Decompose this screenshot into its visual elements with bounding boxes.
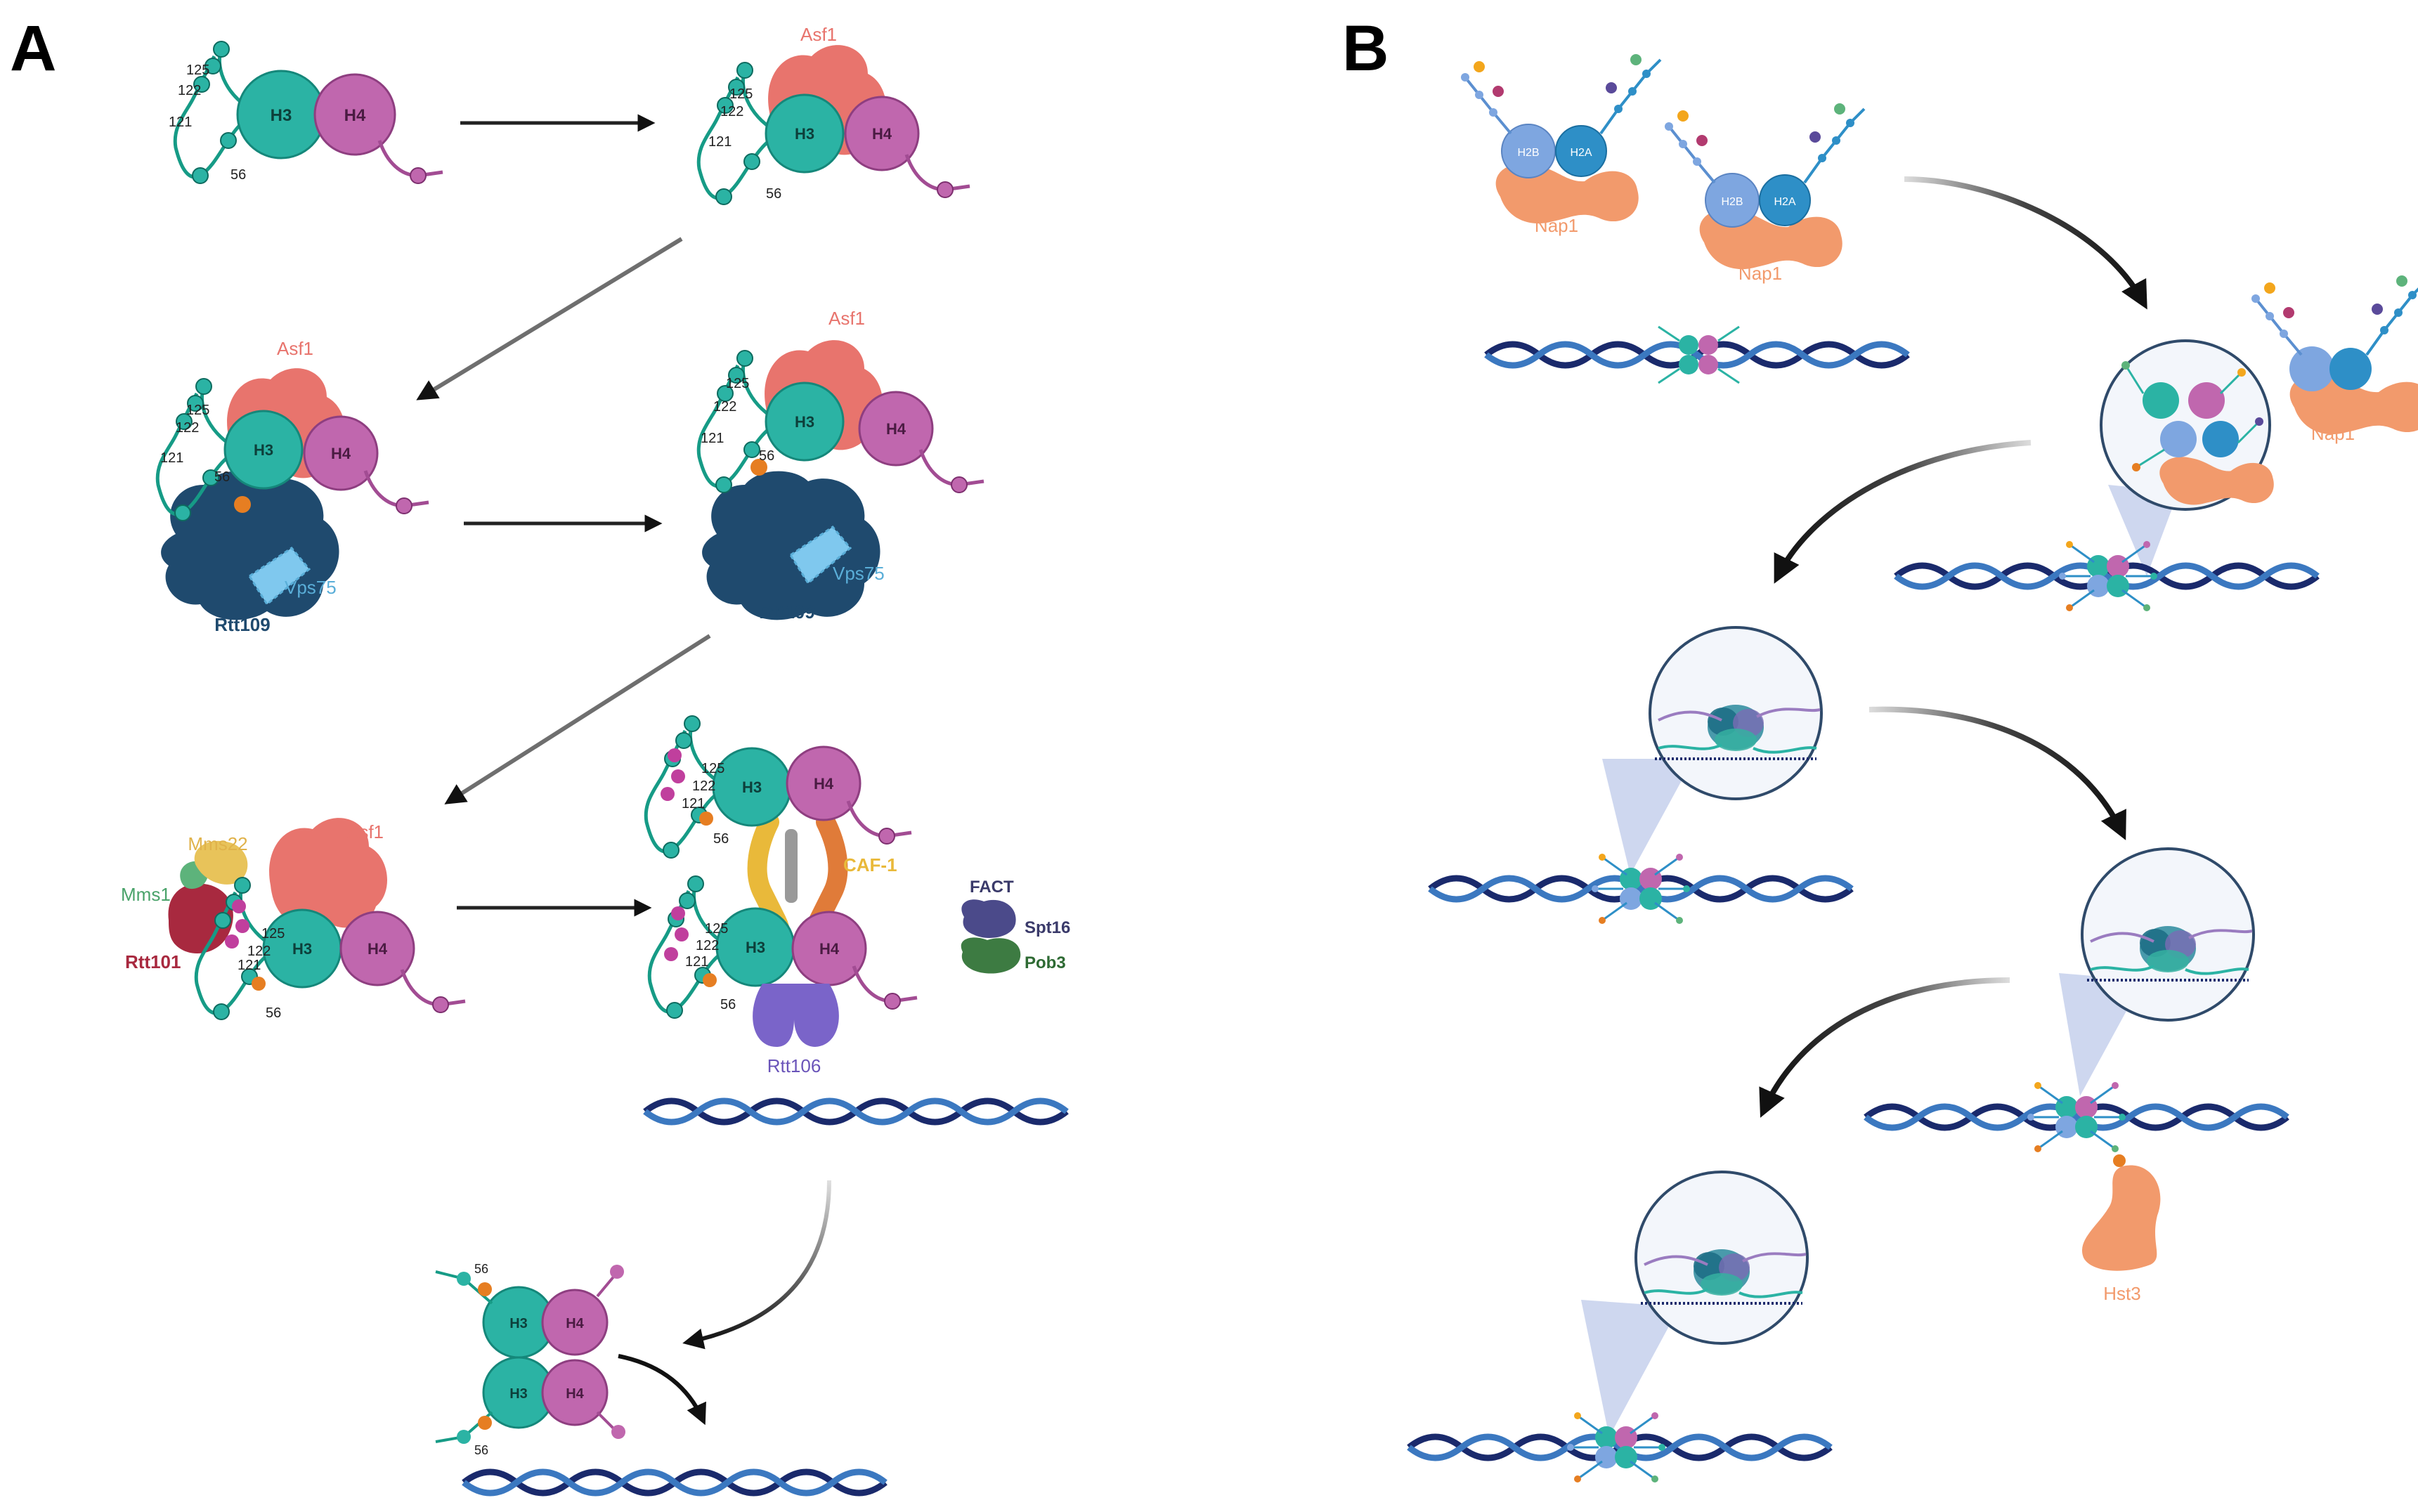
res125-label: 125 [729,86,753,102]
h3-label: H3 [271,106,292,125]
vps75-label: Vps75 [285,577,337,598]
res56-label: 56 [766,186,781,202]
arrow-b1 [1904,176,2147,310]
res56-label: 56 [720,997,736,1012]
arrow-a6 [682,1180,831,1350]
arrow-b4 [1759,977,2010,1118]
h4-label: H4 [566,1386,584,1402]
res121-label: 121 [169,115,192,130]
arrow-a4 [444,634,711,804]
arrow-b3 [1868,706,2126,840]
res121-label: 121 [682,796,705,812]
res122-label: 122 [713,399,736,415]
fact-label: FACT [970,878,1014,897]
res56-label: 56 [474,1443,488,1457]
caf1-label: CAF-1 [843,854,897,875]
res56-label: 56 [266,1005,281,1021]
res122-label: 122 [692,778,715,794]
asf1-label: Asf1 [277,338,313,359]
vps75-label: Vps75 [833,563,885,584]
h4-label: H4 [819,940,840,958]
h3-label: H3 [509,1316,528,1331]
b-step5-final [1409,1171,1831,1484]
h2a-label: H2A [1570,147,1592,159]
res125-label: 125 [701,761,724,776]
h2b-label: H2B [1517,147,1539,159]
fact-complex: FACT Spt16 Pob3 [961,878,1070,974]
arrow-b2 [1774,440,2032,584]
a-step2-asf1: Asf1 H3 H4 125 122 121 56 [698,24,970,204]
res125-label: 125 [186,63,209,78]
hst3-label: Hst3 [2103,1283,2140,1304]
h3-label: H3 [742,778,762,796]
res122-label: 122 [178,83,201,98]
mms1-label: Mms1 [121,884,171,905]
h4-label: H4 [566,1316,584,1331]
h3-label: H3 [509,1386,528,1402]
res122-label: 122 [247,944,271,959]
a-step6-caf1: CAF-1 H3 H4 125 122 121 56 H3 H4 125 122… [645,716,1067,1122]
h4-label: H4 [368,940,388,958]
asf1-label: Asf1 [828,308,865,329]
h3-label: H3 [254,441,273,459]
h2a-label: H2A [1774,196,1795,208]
asf1-label: Asf1 [800,24,837,45]
res56-label: 56 [759,448,774,464]
h3-label: H3 [292,940,312,958]
h3-label: H3 [746,939,765,956]
a-step5-rtt101: Mms22 Mms1 Rtt101 Asf1 H3 H4 125 122 121… [121,818,465,1021]
h4-label: H4 [344,106,366,125]
nap1-label: Nap1 [1535,215,1578,236]
b-step2-deposition: Nap1 [1896,274,2418,613]
h2b-label: H2B [1721,196,1743,208]
spt16-label: Spt16 [1025,918,1070,937]
a-step4-acetylated: Vps75 Rtt109 Asf1 H3 H4 125 122 121 56 [698,308,984,623]
res125-label: 125 [705,921,728,937]
h4-label: H4 [331,445,351,462]
h4-label: H4 [814,775,834,793]
res121-label: 121 [708,134,732,150]
mms22-label: Mms22 [188,833,247,854]
asf1-label: Asf1 [347,821,384,842]
h3-label: H3 [795,125,814,143]
a-step3-rtt109: Vps75 Rtt109 Asf1 H3 H4 125 122 121 56 [157,338,429,635]
res56-label: 56 [214,469,230,485]
a-step1-h3h4: H3 H4 125 122 121 56 [169,41,443,183]
b-step1-nap1: Nap1 H2B H2A Nap1 H2B H2A [1460,53,1908,384]
b-step3-nucleosome [1430,626,1852,925]
b-step4-hst3: Hst3 [1866,847,2287,1304]
h3-label: H3 [795,413,814,431]
panel-a-label: A [10,13,56,84]
res125-label: 125 [186,403,209,418]
res125-label: 125 [726,376,749,391]
res125-label: 125 [261,926,285,941]
res121-label: 121 [160,450,183,466]
pob3-label: Pob3 [1025,953,1066,972]
res121-label: 121 [685,954,708,970]
arrow-a2 [416,237,683,400]
rtt109-label: Rtt109 [759,601,814,623]
res122-label: 122 [176,420,199,436]
res121-label: 121 [238,958,261,973]
h4-label: H4 [872,125,892,143]
panel-b-label: B [1342,13,1389,84]
rtt106-label: Rtt106 [767,1055,821,1076]
nap1-label: Nap1 [2311,423,2355,444]
res122-label: 122 [696,938,719,953]
nap1-label: Nap1 [1738,263,1782,284]
rtt101-label: Rtt101 [125,951,181,972]
res56-label: 56 [713,831,729,847]
h4-label: H4 [886,420,906,438]
res56-label: 56 [474,1262,488,1276]
rtt109-label: Rtt109 [214,614,270,635]
res121-label: 121 [701,431,724,446]
res56-label: 56 [230,167,246,183]
a-step7-tetramer: H3 H4 H3 H4 56 56 [435,1262,885,1493]
res122-label: 122 [720,104,743,119]
